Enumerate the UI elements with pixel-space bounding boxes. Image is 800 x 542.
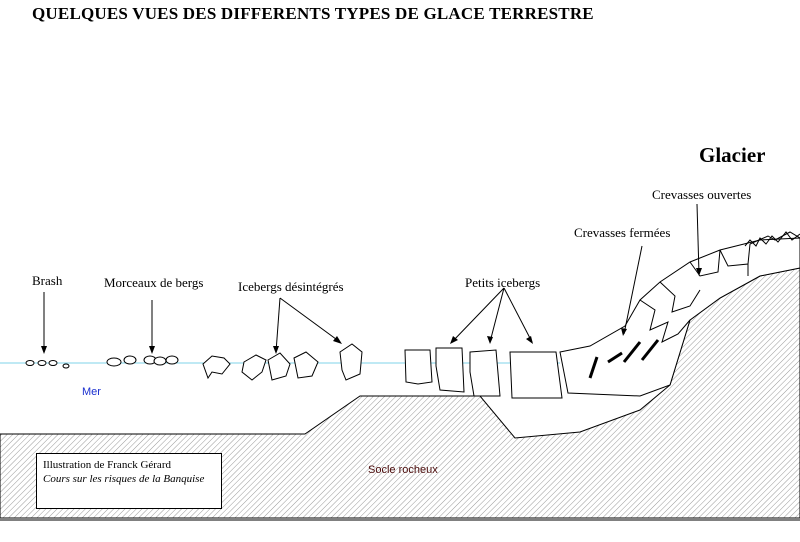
label-berg-bits: Morceaux de bergs	[104, 275, 204, 290]
disintegrated-icebergs	[202, 343, 363, 381]
label-brash: Brash	[32, 273, 63, 288]
closed-crevasses	[588, 339, 660, 379]
bedrock-label: Socle rocheux	[368, 464, 438, 476]
glacier-blocks	[639, 231, 800, 343]
glacier-title: Glacier	[699, 143, 766, 167]
label-small-icebergs: Petits icebergs	[465, 275, 541, 290]
annotation-arrows	[43, 203, 700, 353]
arrow-heads	[41, 268, 702, 354]
label-closed-crevasses: Crevasses fermées	[574, 225, 671, 240]
sea-label: Mer	[82, 386, 101, 398]
glacier-body	[559, 237, 800, 397]
small-icebergs	[404, 347, 563, 399]
berg-bits	[106, 355, 179, 367]
credit-source: Cours sur les risques de la Banquise	[43, 473, 205, 485]
label-disintegrated-icebergs: Icebergs désintégrés	[238, 279, 344, 294]
glacier-serrated-top	[744, 231, 800, 247]
page-title: QUELQUES VUES DES DIFFERENTS TYPES DE GL…	[32, 4, 594, 23]
credit-box: Illustration de Franck Gérard Cours sur …	[36, 453, 222, 509]
label-open-crevasses: Crevasses ouvertes	[652, 187, 752, 202]
brash-ice	[25, 360, 70, 369]
credit-author: Illustration de Franck Gérard	[43, 459, 171, 471]
